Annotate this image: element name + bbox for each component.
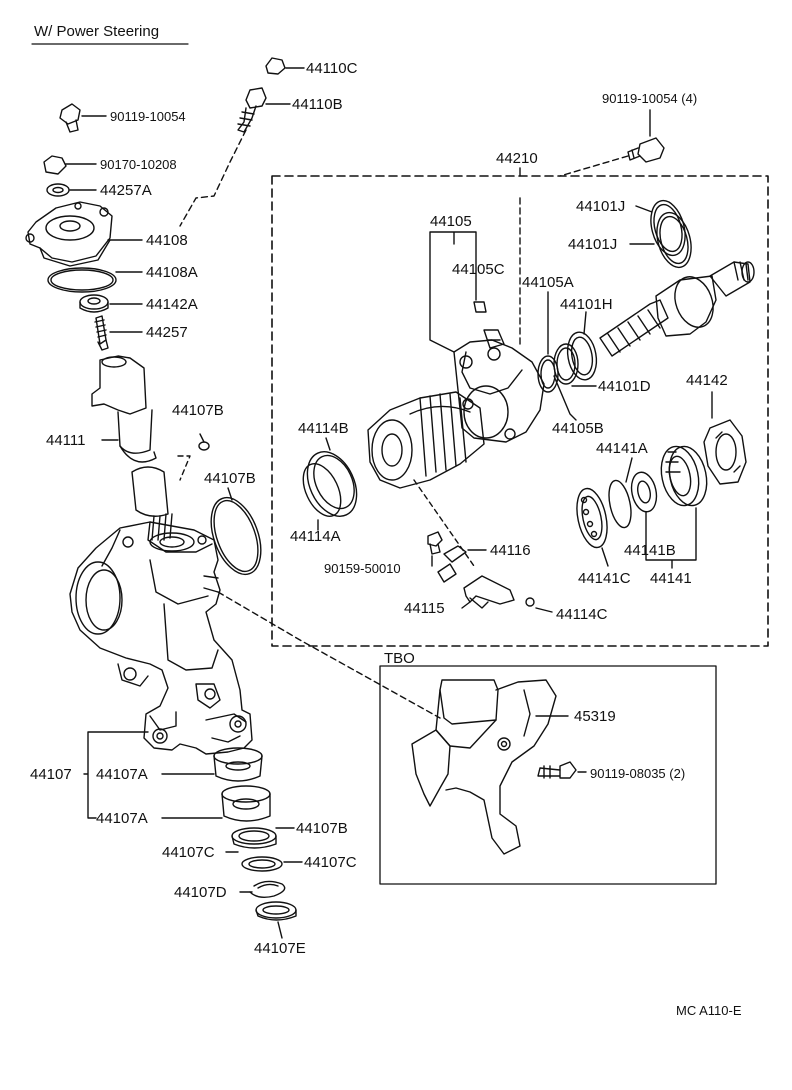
part-label-44114a: 44114A — [290, 528, 341, 545]
tbo-box — [379, 665, 717, 885]
part-label-44107d: 44107D — [174, 884, 227, 901]
ring-44141a — [608, 457, 633, 529]
bracket-44141 — [645, 507, 697, 569]
part-label-44141b: 44141B — [624, 542, 676, 559]
part-label-44105a: 44105A — [522, 274, 574, 291]
part-label-44107a-top: 44107A — [96, 766, 148, 783]
part-label-44108a: 44108A — [146, 264, 198, 281]
part-label-44257a: 44257A — [100, 182, 152, 199]
part-label-44110b: 44110B — [292, 96, 343, 113]
part-label-44107c-a: 44107C — [162, 844, 215, 861]
cover-44108 — [25, 201, 143, 267]
nut-90170-10208 — [43, 155, 97, 175]
part-label-44114c: 44114C — [556, 606, 608, 623]
valve-shaft-44111 — [91, 355, 173, 541]
washer-44257a — [46, 183, 97, 197]
part-label-45319: 45319 — [574, 708, 616, 725]
clip-44116 — [437, 545, 487, 583]
ring-44101j-b — [629, 211, 692, 269]
plug-44114c — [525, 597, 553, 613]
seal-44107b-low — [231, 827, 295, 849]
leader-44110b — [179, 129, 247, 227]
bearing-44141 — [660, 445, 708, 507]
bearing-44107a-bottom — [161, 785, 271, 822]
part-label-44107c-b: 44107C — [304, 854, 357, 871]
part-label-44108: 44108 — [146, 232, 188, 249]
snap-ring-44107d — [239, 880, 286, 899]
part-label-44105c: 44105C — [452, 261, 505, 278]
seal-44107c — [241, 856, 303, 872]
part-label-44107b-low: 44107B — [296, 820, 348, 837]
bearing-44141b — [630, 471, 658, 513]
part-label-44107e: 44107E — [254, 940, 306, 957]
seal-44114b — [306, 437, 358, 517]
plate-44115 — [461, 575, 515, 609]
part-label-44107b-mid: 44107B — [204, 470, 256, 487]
part-label-44105: 44105 — [430, 213, 472, 230]
bleeder-44110b — [237, 87, 291, 133]
part-label-44110c: 44110C — [306, 60, 358, 77]
bolt-90119-08035 — [537, 761, 587, 779]
leader-clip — [413, 479, 475, 567]
ring-44105b — [553, 343, 579, 421]
cap-44110c — [265, 57, 305, 75]
part-label-44141: 44141 — [650, 570, 692, 587]
part-label-44101j-b: 44101J — [568, 236, 618, 253]
valve-body-44105 — [367, 329, 545, 489]
diagram-code: MC A110-E — [676, 1003, 742, 1018]
seal-44101h — [566, 311, 598, 381]
cover-45319 — [411, 679, 569, 855]
o-ring-44108a — [47, 267, 143, 293]
tbo-label: TBO — [384, 650, 415, 667]
bearing-44107a-top — [161, 747, 263, 782]
o-ring-44107b-top — [177, 433, 210, 481]
part-label-90119-10054: 90119-10054 — [110, 109, 186, 124]
nut-44142 — [703, 391, 747, 485]
bracket-44105 — [429, 231, 477, 353]
gear-housing — [69, 521, 253, 755]
screw-90159-50010 — [427, 531, 443, 567]
part-label-90119-08035-2: 90119-08035 (2) — [590, 766, 686, 781]
plug-44105c — [473, 301, 487, 313]
leader-to-tbo — [217, 591, 441, 719]
part-label-44101j-a: 44101J — [576, 198, 626, 215]
part-label-44107: 44107 — [30, 766, 72, 783]
assembly-label-44210: 44210 — [496, 150, 538, 167]
nut-44142a — [79, 294, 143, 313]
seal-44107e — [255, 901, 297, 939]
part-label-44142a: 44142A — [146, 296, 198, 313]
bracket-44107 — [83, 731, 149, 819]
part-label-44142: 44142 — [686, 372, 728, 389]
diagram-title: W/ Power Steering — [34, 23, 160, 40]
part-label-44105b: 44105B — [552, 420, 604, 437]
part-label-44101d: 44101D — [598, 378, 651, 395]
part-label-44107b-top: 44107B — [172, 402, 224, 419]
part-label-44101h: 44101H — [560, 296, 613, 313]
part-label-90119-10054-4: 90119-10054 (4) — [602, 91, 698, 106]
bolt-90119-10054-4 — [559, 109, 665, 177]
part-label-44114b: 44114B — [298, 420, 349, 437]
part-label-90159-50010: 90159-50010 — [324, 561, 401, 576]
input-shaft — [599, 261, 755, 357]
bearing-44141c — [576, 487, 609, 567]
bolt-90119-10054 — [59, 103, 107, 133]
seal-44114a — [302, 463, 342, 531]
part-label-44107a-bottom: 44107A — [96, 810, 148, 827]
part-label-44116: 44116 — [490, 542, 531, 559]
part-label-44115: 44115 — [404, 600, 445, 617]
part-label-44257: 44257 — [146, 324, 188, 341]
o-ring-44107b-large — [210, 487, 262, 576]
part-label-90170-10208: 90170-10208 — [100, 157, 177, 172]
screw-44257 — [94, 315, 143, 351]
part-label-44111: 44111 — [46, 432, 86, 449]
part-label-44141a: 44141A — [596, 440, 648, 457]
part-label-44141c: 44141C — [578, 570, 631, 587]
